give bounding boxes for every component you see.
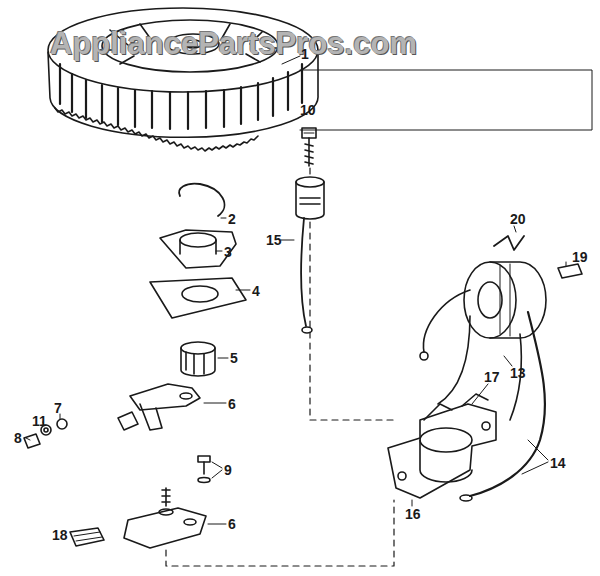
- callout-number: 14: [550, 456, 566, 470]
- watermark: AppliancePartsPros.com: [50, 28, 417, 59]
- callout-number: 6: [228, 397, 236, 411]
- callout-number: 15: [266, 233, 282, 247]
- flywheel: [48, 8, 592, 151]
- bracket: [388, 394, 496, 498]
- callout-number: 2: [228, 212, 236, 226]
- callout-number: 13: [510, 366, 526, 380]
- callout-number: 8: [14, 431, 22, 445]
- callout-number: 1: [301, 47, 309, 61]
- callout-number: 7: [54, 401, 62, 415]
- callout-number: 19: [572, 250, 588, 264]
- callout-number: 5: [230, 351, 238, 365]
- callout-number: 11: [32, 414, 47, 428]
- callout-number: 18: [52, 528, 68, 542]
- callout-number: 16: [405, 507, 421, 521]
- callout-number: 9: [224, 463, 232, 477]
- callout-number: 4: [252, 284, 260, 298]
- coil: [464, 262, 546, 338]
- callout-number: 3: [224, 245, 232, 259]
- callout-number: 6: [228, 517, 236, 531]
- callout-number: 20: [510, 212, 526, 226]
- callout-number: 10: [300, 103, 316, 117]
- callout-number: 17: [484, 370, 500, 384]
